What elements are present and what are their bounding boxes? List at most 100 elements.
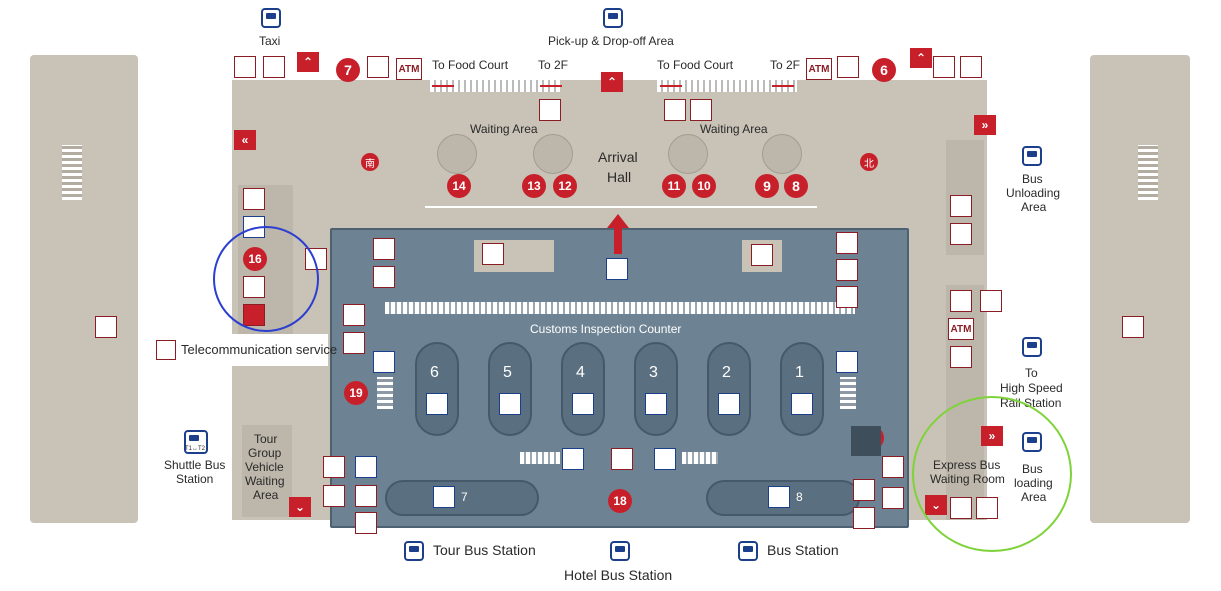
counter-label-5: 5 bbox=[503, 364, 512, 381]
shuttle-bus-icon bbox=[184, 430, 208, 454]
marker-9[interactable]: 9 bbox=[755, 174, 779, 198]
taxi-label: Taxi bbox=[259, 34, 281, 48]
marker-10[interactable]: 10 bbox=[692, 174, 716, 198]
elevator-icon-bottom-right bbox=[882, 456, 904, 478]
waiting-area-right-label: Waiting Area bbox=[700, 122, 768, 136]
pillar-13-12 bbox=[533, 134, 573, 174]
baggage-icon-7 bbox=[433, 486, 455, 508]
chevron-up-icon-right: ⌃ bbox=[910, 48, 932, 68]
currency-exchange-icon-right bbox=[837, 56, 859, 78]
exit-arrow-head bbox=[607, 214, 629, 228]
booth-17 bbox=[851, 426, 881, 456]
marker-13[interactable]: 13 bbox=[522, 174, 546, 198]
bus-station-icon bbox=[738, 541, 758, 561]
currency-exchange-icon-customs-right bbox=[751, 244, 773, 266]
inspection-pad-4 bbox=[561, 342, 605, 436]
tour-group-waiting-zone bbox=[242, 425, 292, 517]
escalator-icon-right bbox=[654, 448, 676, 470]
highlight-circle-blue bbox=[213, 226, 319, 332]
shuttle-label-1: Shuttle Bus bbox=[164, 458, 226, 472]
bus-station-label: Bus Station bbox=[767, 542, 839, 558]
restroom-icon-customs-right bbox=[836, 232, 858, 254]
tour-group-label-1: Tour bbox=[254, 432, 278, 446]
baggage-icon-8 bbox=[768, 486, 790, 508]
baggage-icon-3 bbox=[645, 393, 667, 415]
baggage-icon-5 bbox=[499, 393, 521, 415]
elevator-icon-bottom-left bbox=[323, 456, 345, 478]
arrival-hall-line bbox=[425, 206, 817, 208]
right-wing-stairs bbox=[1138, 145, 1158, 200]
to-hsr-label-2: High Speed bbox=[1000, 381, 1063, 395]
cafe-icon bbox=[950, 346, 972, 368]
customs-counter-row bbox=[385, 302, 855, 314]
car-icon bbox=[603, 8, 623, 28]
counter-label-6: 6 bbox=[430, 364, 439, 381]
baggage-icon-2 bbox=[718, 393, 740, 415]
atm-icon-right-column: ATM bbox=[948, 318, 974, 340]
baggage-service-icon bbox=[950, 223, 972, 245]
shuttle-label-2: Station bbox=[176, 472, 214, 486]
marker-6[interactable]: 6 bbox=[872, 58, 896, 82]
marker-19[interactable]: 19 bbox=[344, 381, 368, 405]
right-wing bbox=[1090, 55, 1190, 523]
marker-7[interactable]: 7 bbox=[336, 58, 360, 82]
arrow-to-2f-right bbox=[772, 85, 794, 87]
elevator-icon-top-right bbox=[960, 56, 982, 78]
counter-label-1: 1 bbox=[795, 364, 804, 381]
escalator-strip-right bbox=[682, 452, 718, 464]
tour-group-label-4: Waiting bbox=[245, 474, 285, 488]
shower-icon bbox=[373, 238, 395, 260]
left-wing-stairs bbox=[62, 145, 82, 200]
service-icon-bottom-left bbox=[355, 456, 377, 478]
marker-18[interactable]: 18 bbox=[608, 489, 632, 513]
tour-group-label-5: Area bbox=[253, 488, 279, 502]
restroom-icon-bottom-left-2 bbox=[355, 485, 377, 507]
restroom-icon-customs-left bbox=[373, 266, 395, 288]
hsr-bus-icon bbox=[1022, 337, 1042, 357]
atm-icon-left: ATM bbox=[396, 58, 422, 80]
wheelchair-icon-bottom-right bbox=[853, 507, 875, 529]
arrival-hall-label-1: Arrival bbox=[598, 149, 638, 165]
counter-label-2: 2 bbox=[722, 364, 731, 381]
inspection-pad-6 bbox=[415, 342, 459, 436]
bus-unloading-label-3: Area bbox=[1021, 200, 1047, 214]
to-2f-left-label: To 2F bbox=[538, 58, 569, 72]
gift-shop-icon bbox=[950, 195, 972, 217]
baggage-icon-4 bbox=[572, 393, 594, 415]
bus-unloading-icon bbox=[1022, 146, 1042, 166]
elevator-icon-center-left bbox=[539, 99, 561, 121]
left-wing bbox=[30, 55, 138, 523]
escalator-top-right bbox=[657, 80, 797, 92]
arrow-to-food-court-right bbox=[660, 85, 682, 87]
to-food-court-left-label: To Food Court bbox=[432, 58, 509, 72]
marker-8[interactable]: 8 bbox=[784, 174, 808, 198]
exit-arrow bbox=[614, 226, 622, 254]
aed-icon-customs bbox=[836, 286, 858, 308]
inspection-pad-3 bbox=[634, 342, 678, 436]
customs-label: Customs Inspection Counter bbox=[530, 322, 682, 336]
marker-12[interactable]: 12 bbox=[553, 174, 577, 198]
pillar-9-8 bbox=[762, 134, 802, 174]
to-2f-right-label: To 2F bbox=[770, 58, 801, 72]
waiting-area-left-label: Waiting Area bbox=[470, 122, 538, 136]
restaurant-icon-left bbox=[243, 188, 265, 210]
mail-icon bbox=[950, 290, 972, 312]
escalator-icon-left bbox=[562, 448, 584, 470]
telecom-label: Telecommunication service bbox=[181, 342, 338, 357]
arrow-to-2f-left bbox=[540, 85, 562, 87]
chevron-right-icon-top: » bbox=[974, 115, 996, 135]
stairs-right-customs bbox=[840, 377, 856, 409]
highlight-circle-green bbox=[912, 396, 1072, 552]
escalator-icon-customs-left bbox=[373, 351, 395, 373]
counter-label-3: 3 bbox=[649, 364, 658, 381]
telecom-legend-icon bbox=[156, 340, 176, 360]
inspection-pad-2 bbox=[707, 342, 751, 436]
marker-11[interactable]: 11 bbox=[662, 174, 686, 198]
pillar-11-10 bbox=[668, 134, 708, 174]
elevator-icon-customs bbox=[611, 448, 633, 470]
marker-14[interactable]: 14 bbox=[447, 174, 471, 198]
counter-label-4: 4 bbox=[576, 364, 585, 381]
south-marker: 南 bbox=[361, 153, 379, 171]
to-food-court-right-label: To Food Court bbox=[657, 58, 734, 72]
chevron-up-icon-center: ⌃ bbox=[601, 72, 623, 92]
